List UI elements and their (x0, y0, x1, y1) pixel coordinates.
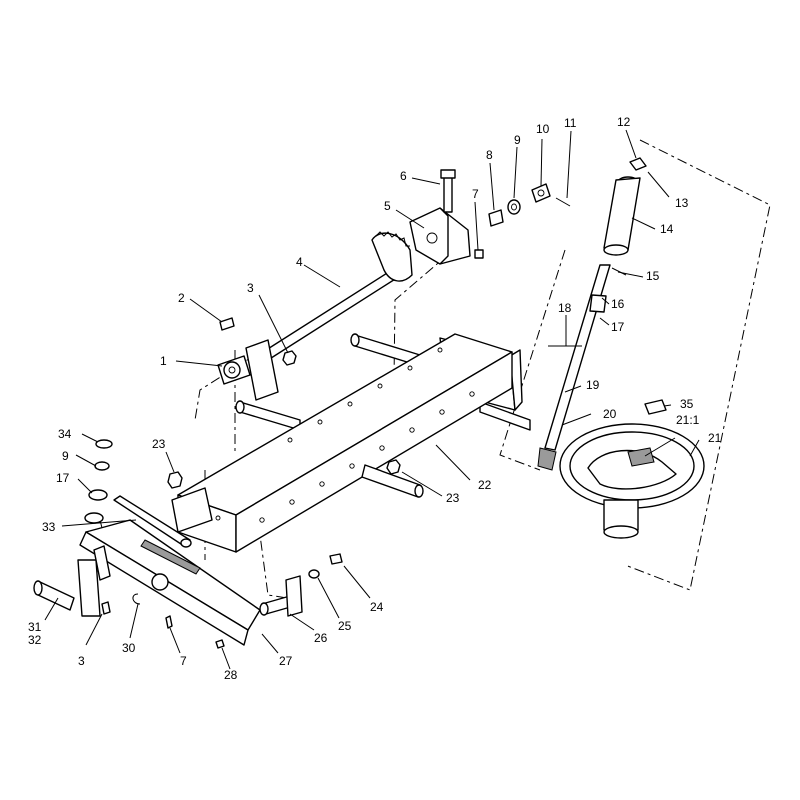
callout-13: 13 (675, 196, 689, 210)
callout-9: 9 (62, 449, 69, 463)
callout-3: 3 (247, 281, 254, 295)
callout-11: 11 (564, 116, 577, 130)
callout-12: 12 (617, 115, 631, 129)
callout-3: 3 (78, 654, 85, 668)
callout-34: 34 (58, 427, 72, 441)
callout-20: 20 (603, 407, 617, 421)
steering-wheel (559, 399, 705, 539)
callout-6: 6 (400, 169, 407, 183)
callout-21: 21 (708, 431, 722, 445)
callout-5: 5 (384, 199, 391, 213)
callout-31: 31 (28, 620, 42, 634)
callout-22: 22 (478, 478, 492, 492)
nuts-23 (167, 459, 401, 489)
callout-2: 2 (178, 291, 185, 305)
callout-23: 23 (446, 491, 460, 505)
callout-27: 27 (279, 654, 293, 668)
callout-7: 7 (472, 187, 479, 201)
leader-lines (44, 129, 700, 670)
callout-26: 26 (314, 631, 328, 645)
callout-24: 24 (370, 600, 384, 614)
callout-17: 17 (611, 320, 625, 334)
callout-15: 15 (646, 269, 660, 283)
main-frame (171, 333, 531, 553)
callout-1: 1 (160, 354, 167, 368)
callout-8: 8 (486, 148, 493, 162)
callout-4: 4 (296, 255, 303, 269)
callout-19: 19 (586, 378, 600, 392)
callout-21-1: 21:1 (676, 413, 700, 427)
callout-10: 10 (536, 122, 550, 136)
callout-7: 7 (180, 654, 187, 668)
callout-30: 30 (122, 641, 136, 655)
steering-shaft-assembly (217, 169, 484, 401)
callout-9: 9 (514, 133, 521, 147)
callout-32: 32 (28, 633, 42, 647)
callout-28: 28 (224, 668, 238, 682)
callout-14: 14 (660, 222, 674, 236)
callout-18: 18 (558, 301, 572, 315)
callout-16: 16 (611, 297, 625, 311)
callout-25: 25 (338, 619, 352, 633)
callout-17: 17 (56, 471, 70, 485)
callout-labels: 1 2 3 3 4 5 6 7 7 8 9 9 10 11 12 13 14 1… (28, 115, 722, 682)
callout-35: 35 (680, 397, 694, 411)
callout-33: 33 (42, 520, 56, 534)
front-axle-assembly (33, 439, 343, 649)
callout-23: 23 (152, 437, 166, 451)
